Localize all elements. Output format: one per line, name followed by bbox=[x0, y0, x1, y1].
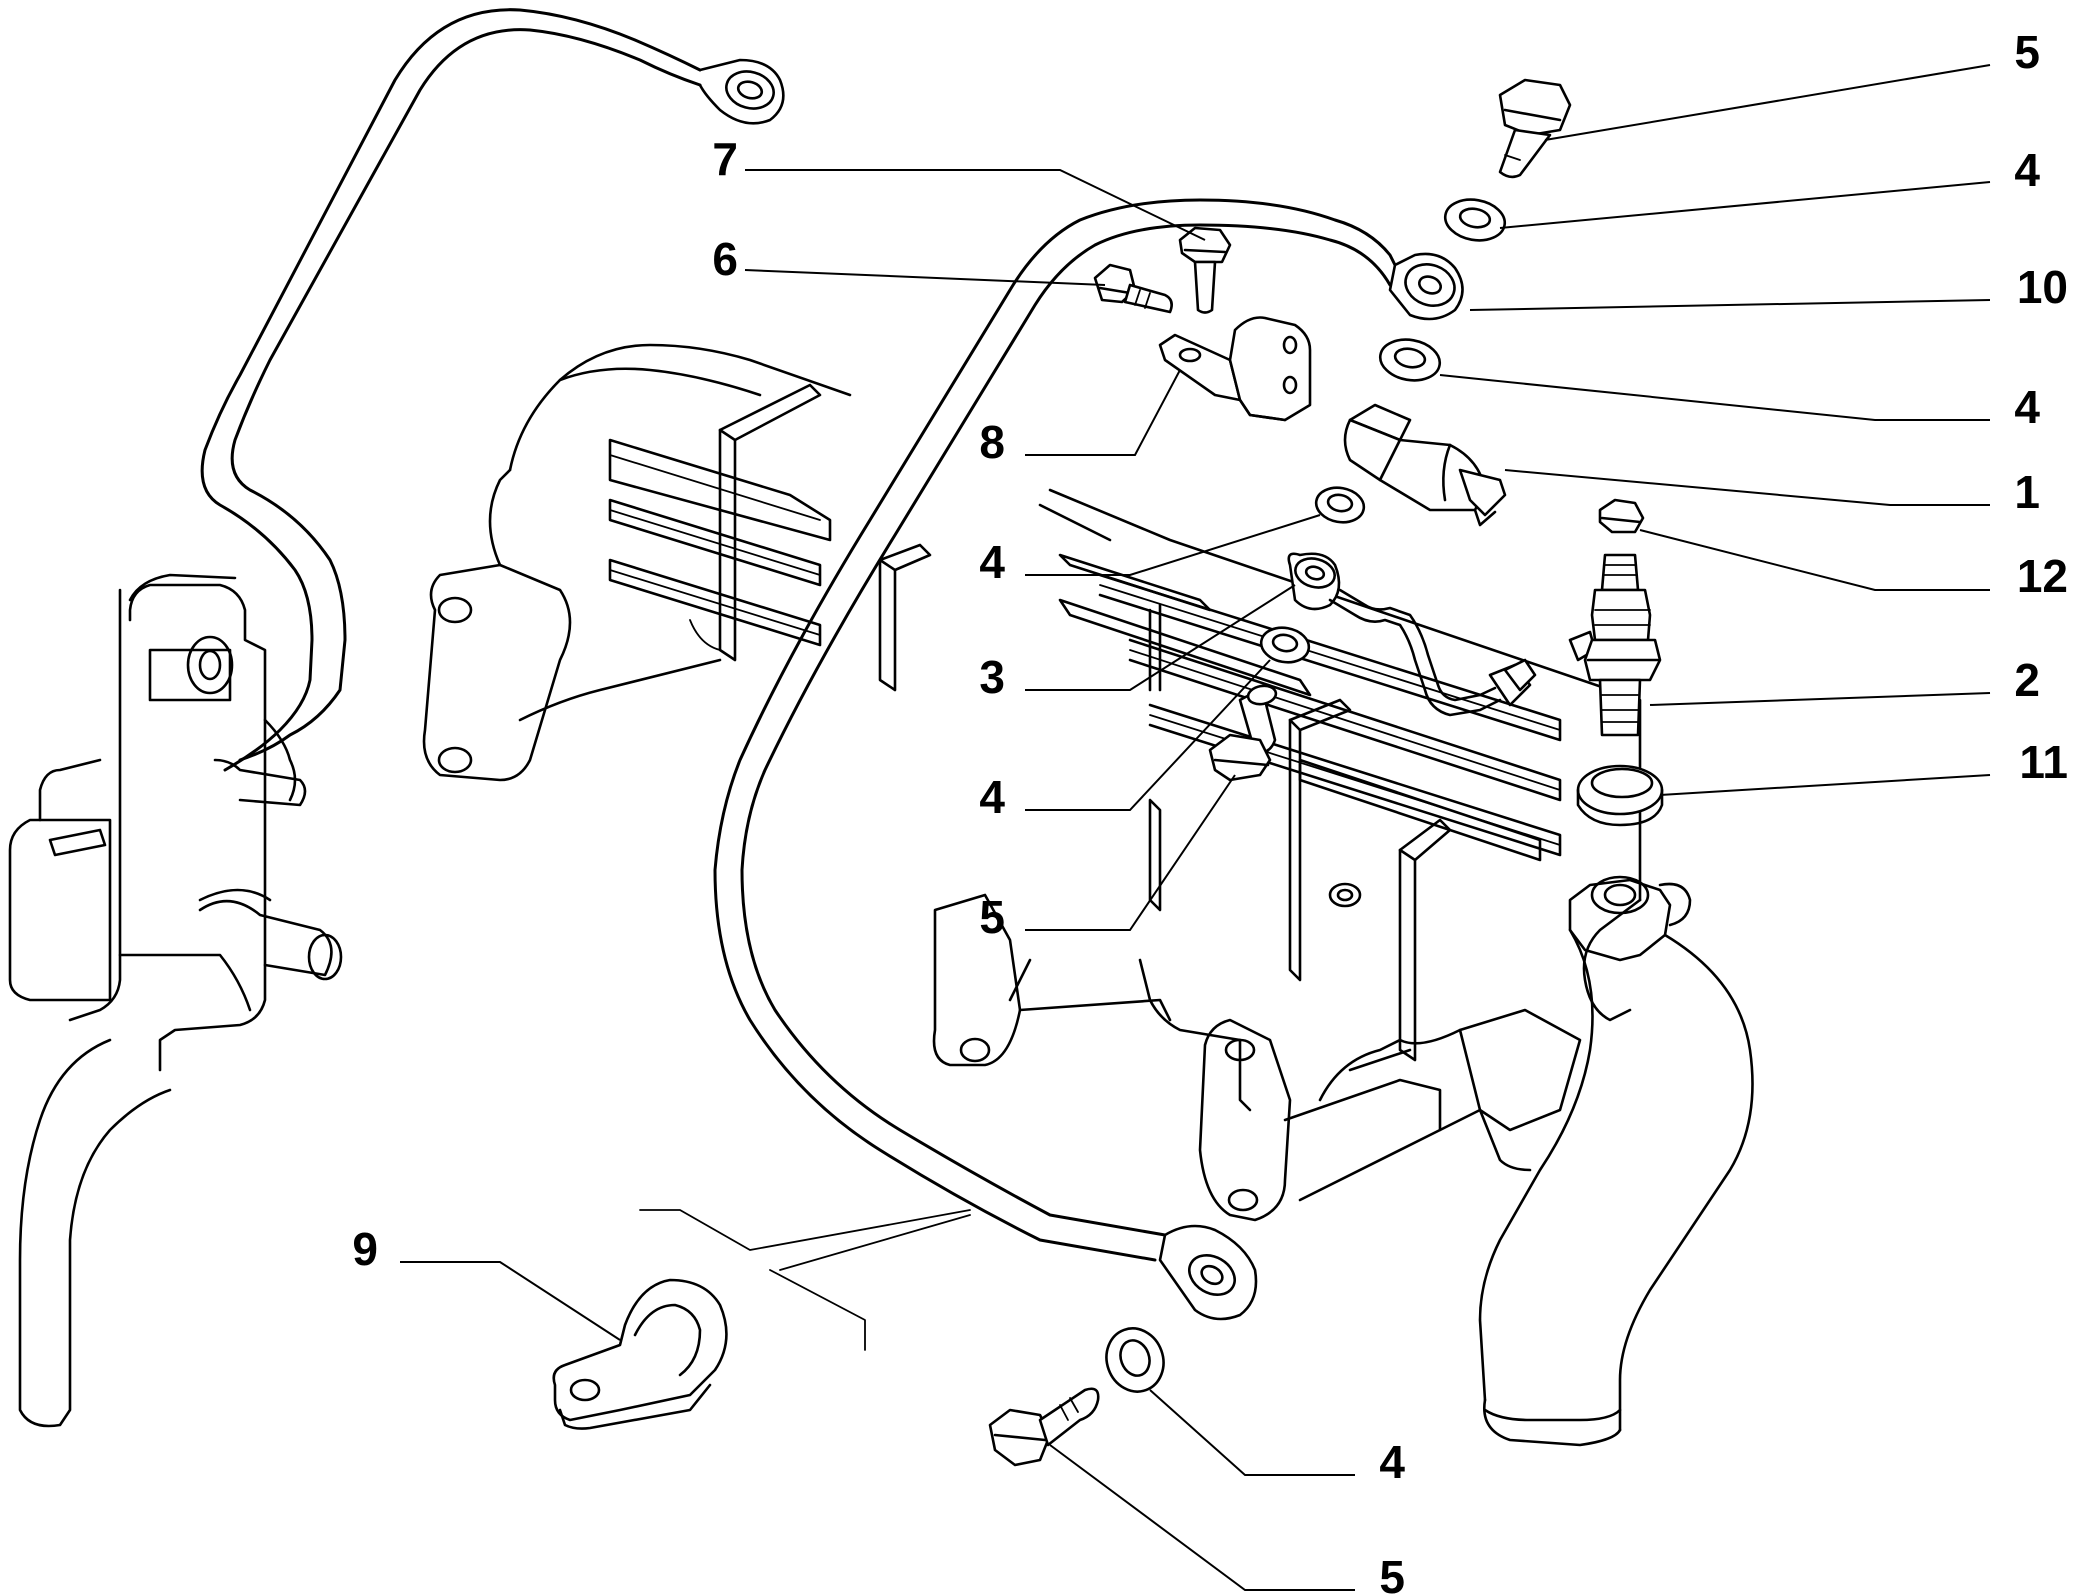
callout-1: 1 bbox=[2014, 466, 2040, 518]
leader-lines bbox=[400, 64, 1991, 1591]
manifold-flanges bbox=[932, 893, 1482, 1222]
callout-5-mid: 5 bbox=[979, 891, 1005, 943]
reference-lines bbox=[639, 1209, 971, 1351]
callout-2: 2 bbox=[2014, 654, 2040, 706]
callout-4-d: 4 bbox=[979, 771, 1005, 823]
washer-4-a bbox=[1443, 198, 1507, 242]
engine-block-left bbox=[8, 573, 343, 1428]
bolt-5-bottom bbox=[988, 1387, 1100, 1467]
bolt-6 bbox=[1093, 263, 1173, 314]
callout-5-top: 5 bbox=[2014, 26, 2040, 78]
callout-4-c: 4 bbox=[979, 536, 1005, 588]
callout-5-bottom: 5 bbox=[1379, 1551, 1405, 1596]
washer-4-c bbox=[1314, 486, 1366, 524]
sensor-2 bbox=[1568, 553, 1662, 737]
bolt-5-top bbox=[1498, 78, 1572, 179]
washer-4-d bbox=[1259, 626, 1311, 664]
left-return-pipe bbox=[200, 8, 785, 772]
outlet-elbow-pipe bbox=[1478, 875, 1754, 1447]
callout-4-b: 4 bbox=[2014, 381, 2040, 433]
clamp-9 bbox=[552, 1278, 728, 1430]
sensor-1 bbox=[1343, 403, 1507, 527]
callout-8: 8 bbox=[979, 416, 1005, 468]
callout-labels: 5 4 10 4 1 12 2 11 7 6 8 4 3 4 5 9 4 5 bbox=[352, 26, 2068, 1596]
callout-4-a: 4 bbox=[2014, 144, 2040, 196]
callout-10: 10 bbox=[2017, 261, 2068, 313]
bracket-8 bbox=[1158, 316, 1312, 422]
bolt-5-mid bbox=[1208, 684, 1278, 782]
callout-11: 11 bbox=[2019, 736, 2068, 788]
bolt-7 bbox=[1178, 226, 1232, 314]
washer-11 bbox=[1576, 764, 1664, 827]
nut-12 bbox=[1598, 498, 1645, 534]
callout-12: 12 bbox=[2017, 550, 2068, 602]
banjo-pipe-3 bbox=[1287, 552, 1537, 717]
intake-manifold bbox=[422, 343, 1642, 1172]
callout-7: 7 bbox=[712, 133, 738, 185]
callout-4-e: 4 bbox=[1379, 1436, 1405, 1488]
callout-6: 6 bbox=[712, 233, 738, 285]
fuel-hose-10 bbox=[713, 198, 1464, 1321]
washer-4-e bbox=[1105, 1327, 1165, 1393]
callout-3: 3 bbox=[979, 651, 1005, 703]
callout-9: 9 bbox=[352, 1223, 378, 1275]
washer-4-b bbox=[1378, 338, 1442, 382]
